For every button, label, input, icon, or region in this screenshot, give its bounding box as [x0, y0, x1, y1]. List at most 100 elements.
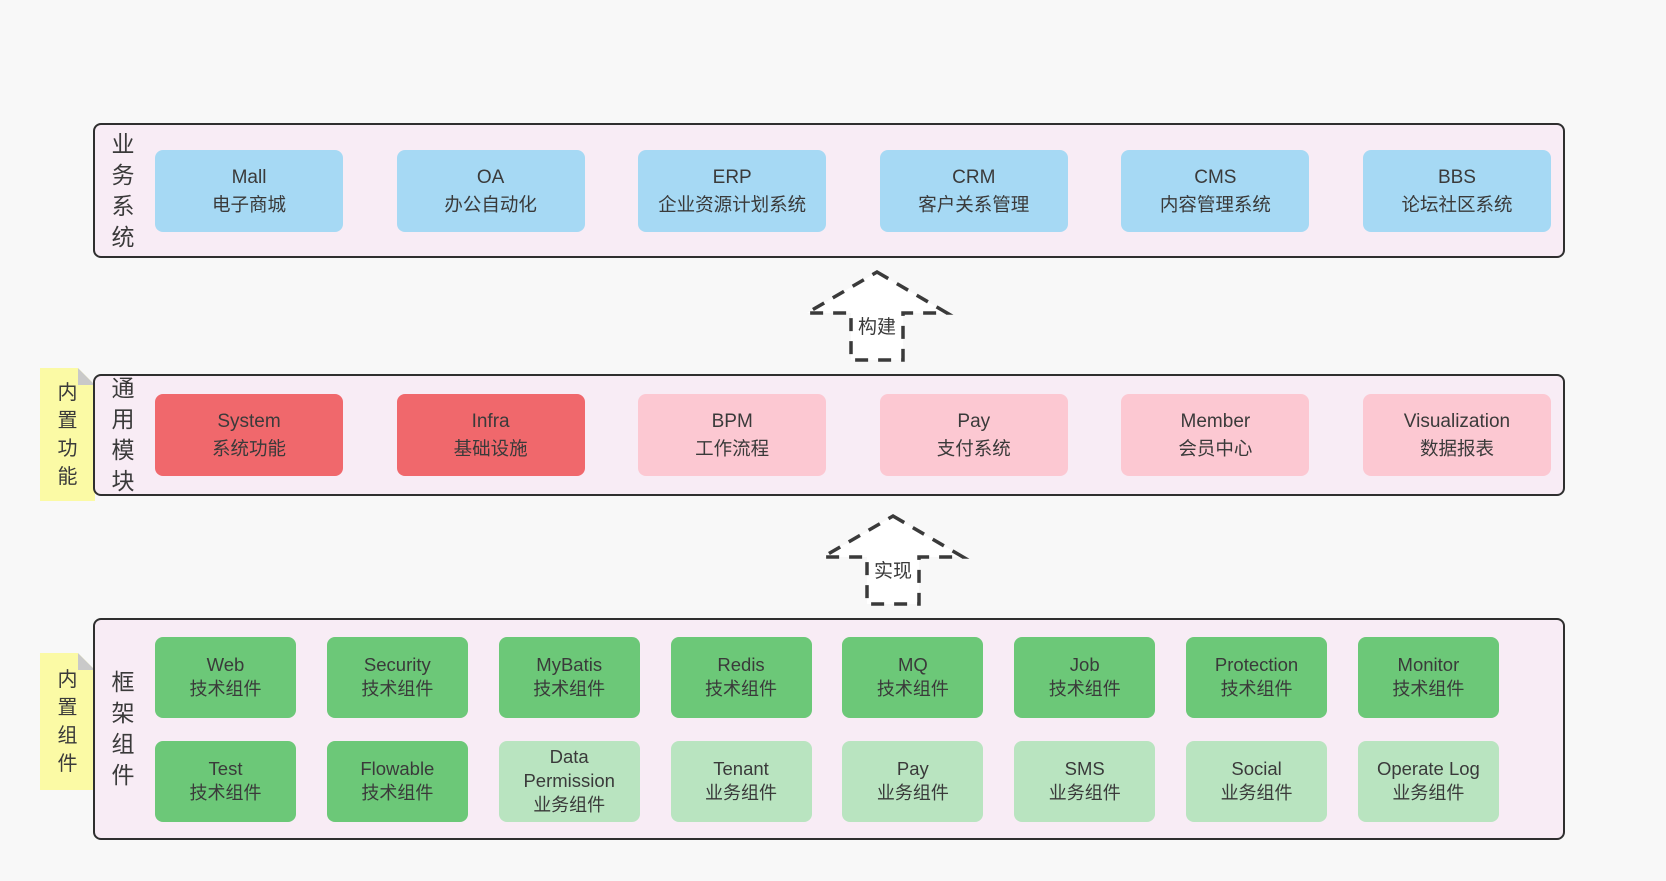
- box-redis: Redis 技术组件: [670, 636, 812, 718]
- box-subtitle: 技术组件: [1048, 679, 1121, 699]
- box-subtitle: 业务组件: [1048, 783, 1121, 803]
- box-subtitle: 业务组件: [705, 783, 778, 803]
- box-job: Job 技术组件: [1014, 636, 1156, 718]
- box-system: System 系统功能: [155, 394, 343, 476]
- box-subtitle: 业务组件: [533, 795, 606, 815]
- sticky-note-built-in-features: 内 置 功 能: [40, 368, 95, 501]
- box-title: OA: [476, 166, 505, 188]
- box-subtitle: 技术组件: [876, 679, 949, 699]
- band-title-framework-components: 框 架 组 件: [111, 669, 135, 788]
- box-protection: Protection 技术组件: [1186, 636, 1328, 718]
- box-social: Social 业务组件: [1186, 740, 1328, 822]
- box-title: System: [217, 411, 281, 432]
- box-title: Pay: [957, 411, 991, 432]
- box-data-permission: Data Permission 业务组件: [498, 740, 640, 822]
- box-security: Security 技术组件: [326, 636, 468, 718]
- box-mybatis: MyBatis 技术组件: [498, 636, 640, 718]
- box-pay-module: Pay 支付系统: [879, 394, 1068, 476]
- common-modules-band: 通 用 模 块 System 系统功能 Infra 基础设施 BPM 工作流程 …: [93, 374, 1565, 496]
- box-subtitle: 技术组件: [361, 679, 434, 699]
- box-title: Mall: [231, 166, 267, 188]
- box-title: MyBatis: [536, 654, 603, 675]
- sticky-note-text: 内 置 功 能: [57, 381, 78, 488]
- box-tenant: Tenant 业务组件: [670, 740, 812, 822]
- box-title: Security: [363, 654, 431, 675]
- box-subtitle: 客户关系管理: [918, 193, 1030, 215]
- sticky-note-text: 内 置 组 件: [57, 668, 78, 775]
- box-pay-component: Pay 业务组件: [842, 740, 984, 822]
- box-subtitle: 业务组件: [1392, 783, 1465, 803]
- band-title-common-modules: 通 用 模 块: [111, 375, 135, 494]
- box-subtitle: 办公自动化: [444, 193, 537, 215]
- framework-components-row-1: Web 技术组件 Security 技术组件 MyBatis 技术组件 Redi…: [151, 636, 1563, 718]
- box-web: Web 技术组件: [155, 636, 296, 718]
- box-title: Web: [206, 654, 245, 675]
- box-bpm: BPM 工作流程: [638, 394, 827, 476]
- box-subtitle: 技术组件: [1392, 679, 1465, 699]
- box-title: Flowable: [360, 758, 435, 779]
- box-subtitle: 技术组件: [189, 783, 262, 803]
- box-subtitle: 支付系统: [936, 438, 1011, 459]
- box-title: BPM: [711, 411, 753, 432]
- box-member: Member 会员中心: [1121, 394, 1310, 476]
- build-arrow: 构建: [797, 268, 957, 365]
- box-subtitle: 工作流程: [695, 438, 770, 459]
- box-sms: SMS 业务组件: [1014, 740, 1156, 822]
- implement-arrow-label: 实现: [870, 556, 916, 583]
- band-title-business-systems: 业 务 系 统: [111, 130, 135, 250]
- box-subtitle: 技术组件: [189, 679, 262, 699]
- box-title: Test: [208, 758, 243, 779]
- box-title: Redis: [717, 654, 765, 675]
- box-subtitle: 业务组件: [1220, 783, 1293, 803]
- common-modules-row: System 系统功能 Infra 基础设施 BPM 工作流程 Pay 支付系统…: [151, 376, 1563, 494]
- box-subtitle: 技术组件: [533, 679, 606, 699]
- box-title: Visualization: [1403, 411, 1511, 432]
- box-subtitle: 基础设施: [453, 438, 528, 459]
- box-title: Data Permission: [523, 746, 615, 791]
- box-flowable: Flowable 技术组件: [326, 740, 468, 822]
- box-subtitle: 内容管理系统: [1159, 193, 1271, 215]
- box-title: ERP: [712, 166, 752, 188]
- box-monitor: Monitor 技术组件: [1357, 636, 1499, 718]
- box-title: Social: [1231, 758, 1282, 779]
- business-systems-band: 业 务 系 统 Mall 电子商城 OA 办公自动化 ERP 企业资源计划系统 …: [93, 123, 1565, 258]
- implement-arrow: 实现: [813, 512, 973, 609]
- box-operate-log: Operate Log 业务组件: [1357, 740, 1499, 822]
- box-subtitle: 论坛社区系统: [1401, 193, 1513, 215]
- box-cms: CMS 内容管理系统: [1121, 149, 1310, 232]
- framework-components-row-2: Test 技术组件 Flowable 技术组件 Data Permission …: [151, 740, 1563, 822]
- box-title: Infra: [471, 411, 510, 432]
- box-title: CMS: [1194, 166, 1237, 188]
- box-subtitle: 数据报表: [1419, 438, 1494, 459]
- box-subtitle: 技术组件: [361, 783, 434, 803]
- box-subtitle: 系统功能: [211, 438, 286, 459]
- box-mq: MQ 技术组件: [842, 636, 984, 718]
- box-title: Protection: [1214, 654, 1299, 675]
- box-title: Tenant: [713, 758, 769, 779]
- box-test: Test 技术组件: [155, 740, 296, 822]
- box-title: Job: [1069, 654, 1100, 675]
- box-title: SMS: [1064, 758, 1105, 779]
- box-title: Pay: [896, 758, 929, 779]
- box-subtitle: 技术组件: [705, 679, 778, 699]
- box-title: CRM: [952, 166, 996, 188]
- framework-components-rows: Web 技术组件 Security 技术组件 MyBatis 技术组件 Redi…: [151, 620, 1563, 838]
- box-title: MQ: [897, 654, 928, 675]
- box-bbs: BBS 论坛社区系统: [1362, 149, 1551, 232]
- box-oa: OA 办公自动化: [396, 149, 585, 232]
- box-visualization: Visualization 数据报表: [1362, 394, 1551, 476]
- box-title: Operate Log: [1376, 758, 1480, 779]
- box-subtitle: 电子商城: [211, 193, 286, 215]
- box-subtitle: 会员中心: [1178, 438, 1253, 459]
- box-subtitle: 技术组件: [1220, 679, 1293, 699]
- box-mall: Mall 电子商城: [155, 149, 343, 232]
- box-title: BBS: [1437, 166, 1476, 188]
- box-title: Monitor: [1397, 654, 1460, 675]
- box-crm: CRM 客户关系管理: [879, 149, 1068, 232]
- framework-components-band: 框 架 组 件 Web 技术组件 Security 技术组件 MyBatis 技…: [93, 618, 1565, 840]
- box-subtitle: 企业资源计划系统: [658, 193, 807, 215]
- business-systems-row: Mall 电子商城 OA 办公自动化 ERP 企业资源计划系统 CRM 客户关系…: [151, 125, 1563, 256]
- box-subtitle: 业务组件: [876, 783, 949, 803]
- sticky-note-built-in-components: 内 置 组 件: [40, 653, 95, 790]
